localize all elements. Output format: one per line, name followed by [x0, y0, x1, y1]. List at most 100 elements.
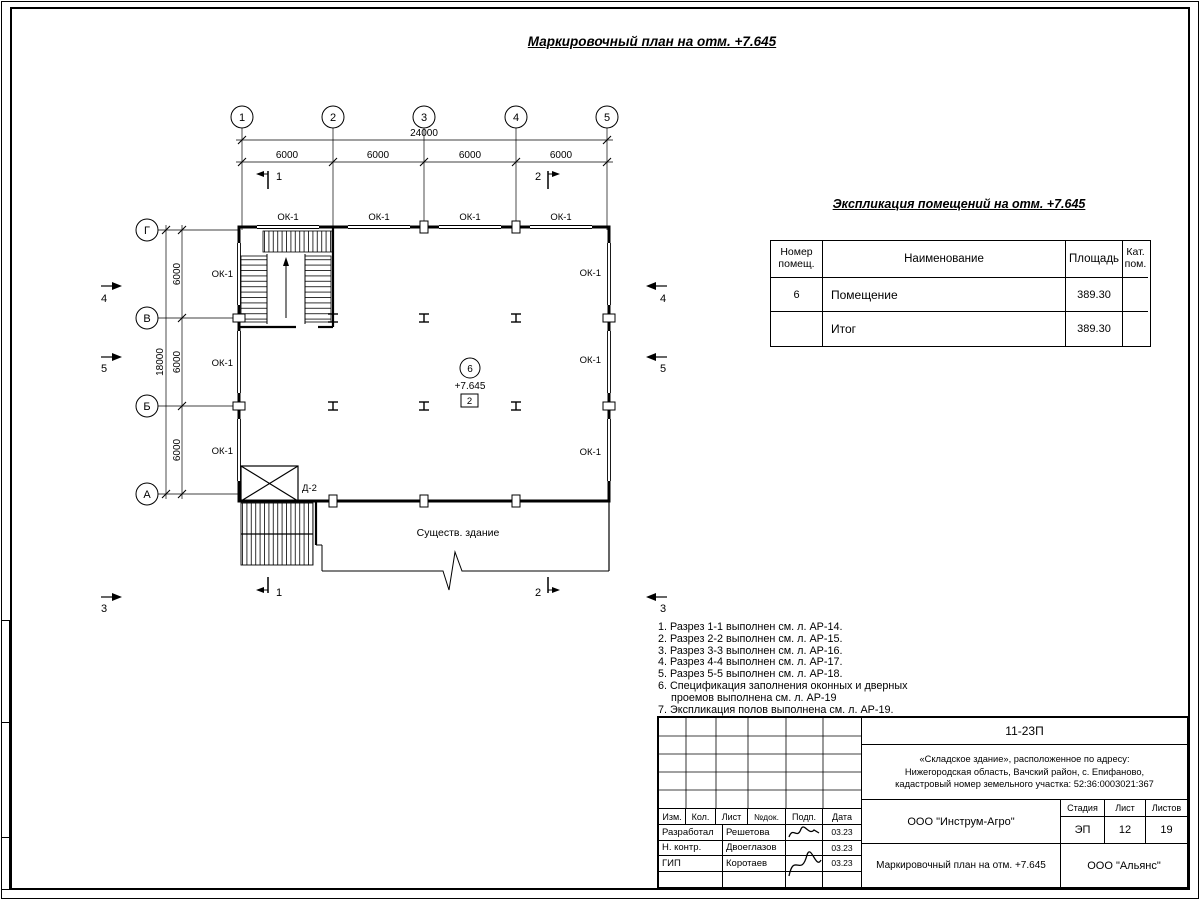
grid-axis-bubbles — [135, 105, 619, 506]
col-data: Дата — [823, 808, 861, 825]
explication-total-name: Итог — [823, 312, 1066, 346]
role-ncontrol: Н. контр. — [659, 840, 723, 856]
dim-total-height: 18000 — [155, 348, 166, 376]
axis-row-a: А — [143, 489, 151, 501]
dim-total-width: 24000 — [410, 128, 438, 139]
object-line-3: кадастровый номер земельного участка: 52… — [895, 779, 1154, 790]
window-label-right-2: ОК-1 — [580, 355, 601, 366]
dim-bay-3: 6000 — [459, 150, 482, 161]
designer-org: ООО "Инструм-Агро" — [862, 800, 1061, 844]
explication-row-cat — [1123, 278, 1148, 312]
shaft-opening — [240, 465, 299, 502]
explication-row-name: Помещение — [823, 278, 1066, 312]
empty-sign-row — [786, 871, 823, 887]
room-tag: 6 +7.645 2 — [455, 357, 486, 408]
signature-developer — [788, 826, 820, 838]
role-gip: ГИП — [659, 856, 723, 872]
section-label-2-top: 2 — [535, 171, 541, 183]
client-org: ООО "Альянс" — [1087, 859, 1161, 872]
axis-col-5: 5 — [604, 112, 610, 124]
window-openings — [236, 224, 612, 481]
window-label-right-3: ОК-1 — [580, 447, 601, 458]
explication-table: Номер помещ. Наименование Площадь Кат. п… — [770, 240, 1151, 347]
window-label-top-3: ОК-1 — [459, 212, 480, 223]
col-kol: Кол. — [686, 808, 716, 825]
axis-col-4: 4 — [513, 112, 519, 124]
section-label-5-left: 5 — [101, 363, 107, 375]
axis-col-2: 2 — [330, 112, 336, 124]
axis-row-b: Б — [143, 401, 150, 413]
date-ncontrol: 03.23 — [823, 841, 861, 856]
note-line: проемов выполнена см. л. АР-19 — [671, 691, 837, 704]
note-line: 1. Разрез 1-1 выполнен см. л. АР-14. — [658, 621, 843, 633]
col-podp: Подп. — [786, 808, 823, 825]
dim-row-2: 6000 — [172, 350, 183, 373]
axis-row-g: Г — [144, 225, 150, 237]
window-label-left-3: ОК-1 — [212, 446, 233, 457]
window-label-top-2: ОК-1 — [368, 212, 389, 223]
section-label-5-right: 5 — [660, 363, 666, 375]
note-line: 2. Разрез 2-2 выполнен см. л. АР-15. — [658, 632, 843, 645]
section-label-1-top: 1 — [276, 171, 282, 183]
left-margin-stamp-2 — [1, 722, 10, 838]
window-label-right-1: ОК-1 — [580, 268, 601, 279]
sheets-label: Листов — [1146, 800, 1187, 817]
explication-row-num: 6 — [771, 278, 823, 312]
explication-total-num — [771, 312, 823, 346]
room-elevation: +7.645 — [455, 381, 486, 392]
note-line: 6. Спецификация заполнения оконных и две… — [658, 679, 908, 692]
object-line-2: Нижегородская область, Вачский район, с.… — [904, 766, 1145, 777]
explication-header-name: Наименование — [823, 241, 1066, 278]
col-list: Лист — [716, 808, 748, 825]
revision-grid — [659, 718, 861, 808]
title-block: Изм. Кол. Лист №док. Подп. Дата Разработ… — [657, 716, 1189, 889]
object-line-1: «Складское здание», расположенное по адр… — [919, 754, 1130, 765]
date-gip: 03.23 — [823, 856, 861, 872]
room-floor-mark: 2 — [467, 396, 472, 407]
name-gip: Коротаев — [723, 856, 786, 872]
empty-name-row — [723, 871, 786, 887]
sign-ncontrol — [786, 840, 823, 856]
sign-gip — [786, 856, 823, 872]
existing-building-outline — [314, 501, 610, 591]
stair-top-left — [240, 230, 333, 324]
drawing-title: Маркировочный план на отм. +7.645 — [527, 34, 777, 49]
note-line: 3. Разрез 3-3 выполнен см. л. АР-16. — [658, 644, 843, 657]
note-line: 4. Разрез 4-4 выполнен см. л. АР-17. — [658, 656, 843, 669]
col-izm: Изм. — [659, 808, 686, 825]
dimension-ticks — [161, 135, 612, 499]
stair-arrow — [283, 257, 289, 266]
dimension-lines — [165, 139, 613, 499]
dim-row-1: 6000 — [172, 262, 183, 285]
object-description: «Складское здание», расположенное по адр… — [862, 745, 1187, 800]
section-label-4-right: 4 — [660, 293, 666, 305]
note-line: 7. Экспликация полов выполнена см. л. АР… — [658, 703, 894, 716]
window-label-top-1: ОК-1 — [277, 212, 298, 223]
sheets-value: 19 — [1146, 817, 1187, 844]
dim-bay-4: 6000 — [550, 150, 573, 161]
name-ncontrol: Двоеглазов — [723, 840, 786, 856]
name-developer: Решетова — [723, 825, 786, 841]
window-label-left-1: ОК-1 — [212, 269, 233, 280]
window-label-left-2: ОК-1 — [212, 358, 233, 369]
window-label-top-4: ОК-1 — [550, 212, 571, 223]
doc-number: 11-23П — [862, 718, 1187, 745]
explication-total-area: 389.30 — [1066, 312, 1123, 346]
left-margin-stamp-1 — [1, 620, 10, 723]
existing-building-label: Существ. здание — [417, 527, 500, 539]
col-doc: №док. — [748, 808, 786, 825]
axis-col-3: 3 — [421, 112, 427, 124]
section-label-4-left: 4 — [101, 293, 107, 305]
axis-row-v: В — [143, 313, 150, 325]
notes-list: 1. Разрез 1-1 выполнен см. л. АР-14. 2. … — [658, 621, 938, 716]
explication-header-num: Номер помещ. — [771, 241, 823, 278]
section-marks — [101, 171, 667, 601]
dim-bay-2: 6000 — [367, 150, 390, 161]
explication-row-area: 389.30 — [1066, 278, 1123, 312]
grid-axis-lines — [158, 128, 608, 495]
sheet-title-cell: Маркировочный план на отм. +7.645 — [862, 844, 1061, 887]
explication-header-area: Площадь — [1066, 241, 1123, 278]
empty-role-row — [659, 871, 723, 887]
section-label-2-bottom: 2 — [535, 587, 541, 599]
